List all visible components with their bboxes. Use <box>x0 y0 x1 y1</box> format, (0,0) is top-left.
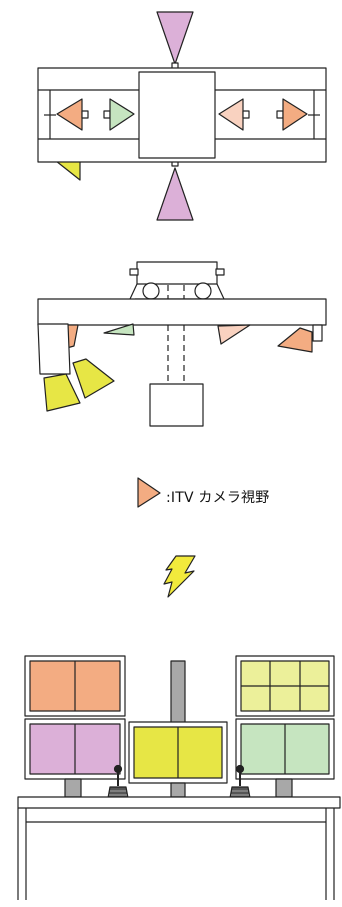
camera-cone-orange-under-right <box>277 327 313 353</box>
monitor-right-lower <box>235 718 335 780</box>
desk-top <box>17 796 341 809</box>
camera-cone-yellow-2 <box>72 358 115 399</box>
crane-top-view <box>37 11 327 221</box>
camera-cone-orange-right <box>282 98 308 131</box>
monitor-center <box>128 721 228 784</box>
monitor-left-upper <box>24 655 126 717</box>
camera-cone-top <box>156 11 194 65</box>
legend-label: :ITV カメラ視野 <box>166 490 270 506</box>
trolley-box-side <box>136 261 218 285</box>
camera-cone-peach-under <box>217 324 251 345</box>
hoisted-load <box>149 383 204 427</box>
monitor-left-lower <box>24 718 126 780</box>
operator-console <box>17 655 341 900</box>
camera-cone-green-under <box>103 323 135 336</box>
lightning-icon <box>163 555 196 598</box>
crane-girder-side <box>37 298 327 326</box>
legend-camera-icon <box>137 477 161 508</box>
camera-cone-bottom <box>156 167 194 221</box>
joystick-icon <box>229 764 251 799</box>
monitor-right-upper <box>235 655 335 717</box>
camera-cone-green-left <box>109 98 135 131</box>
camera-cone-yellow-topview <box>55 160 81 181</box>
trolley-box-top <box>138 71 216 159</box>
camera-cone-yellow-1 <box>43 373 81 412</box>
center-pole <box>170 660 186 725</box>
legend <box>137 477 161 508</box>
crane-side-view <box>37 261 327 427</box>
